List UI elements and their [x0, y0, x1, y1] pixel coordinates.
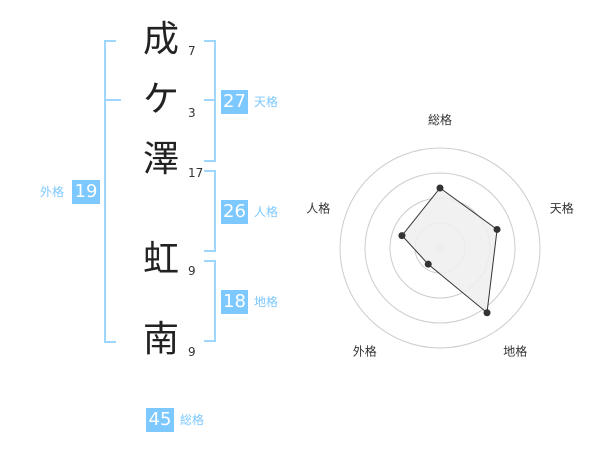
soukaku-value: 45 — [146, 408, 174, 432]
radar-axis-label-2: 天格 — [550, 200, 574, 215]
radar-grid-ring — [364, 172, 516, 324]
stroke-count-1: 7 — [188, 44, 196, 58]
radar-axis-label-1: 総格 — [428, 112, 452, 127]
stroke-count-4: 9 — [188, 264, 196, 278]
name-char-2: ケ — [142, 79, 179, 120]
radar-axis-label-4: 外格 — [353, 344, 377, 359]
radar-grid-ring — [339, 147, 541, 349]
gaikaku-bracket — [104, 40, 116, 343]
name-char-1: 成 — [142, 19, 179, 60]
radar-area — [401, 187, 498, 314]
radar-point-2 — [493, 225, 501, 233]
radar-axis-label-3: 地格 — [503, 344, 527, 359]
radar-point-4 — [424, 260, 432, 268]
jinkaku-value: 26 — [221, 200, 248, 224]
jinkaku-label: 人格 — [254, 205, 279, 219]
name-char-4: 虹 — [142, 239, 179, 280]
chikaku-label: 地格 — [254, 295, 279, 309]
gaikaku-label: 外格 — [40, 185, 65, 199]
radar-point-3 — [483, 309, 491, 317]
radar-axis-label-5: 人格 — [306, 200, 330, 215]
stroke-count-5: 9 — [188, 345, 196, 359]
bracket-tick — [104, 99, 121, 101]
chikaku-value: 18 — [221, 290, 248, 314]
radar-point-1 — [436, 184, 444, 192]
name-char-5: 南 — [142, 319, 179, 360]
name-char-3: 澤 — [142, 139, 179, 180]
tenkaku-value: 27 — [221, 90, 248, 114]
bracket-tick — [204, 99, 216, 101]
tenkaku-label: 天格 — [254, 95, 279, 109]
soukaku-label: 総格 — [180, 413, 205, 427]
radar-point-5 — [398, 232, 406, 240]
chikaku-bracket — [204, 260, 216, 342]
jinkaku-bracket — [204, 170, 216, 252]
gaikaku-value: 19 — [72, 180, 100, 204]
stroke-count-2: 3 — [188, 106, 196, 120]
tenkaku-bracket — [204, 40, 216, 162]
stroke-count-3: 17 — [188, 166, 204, 180]
